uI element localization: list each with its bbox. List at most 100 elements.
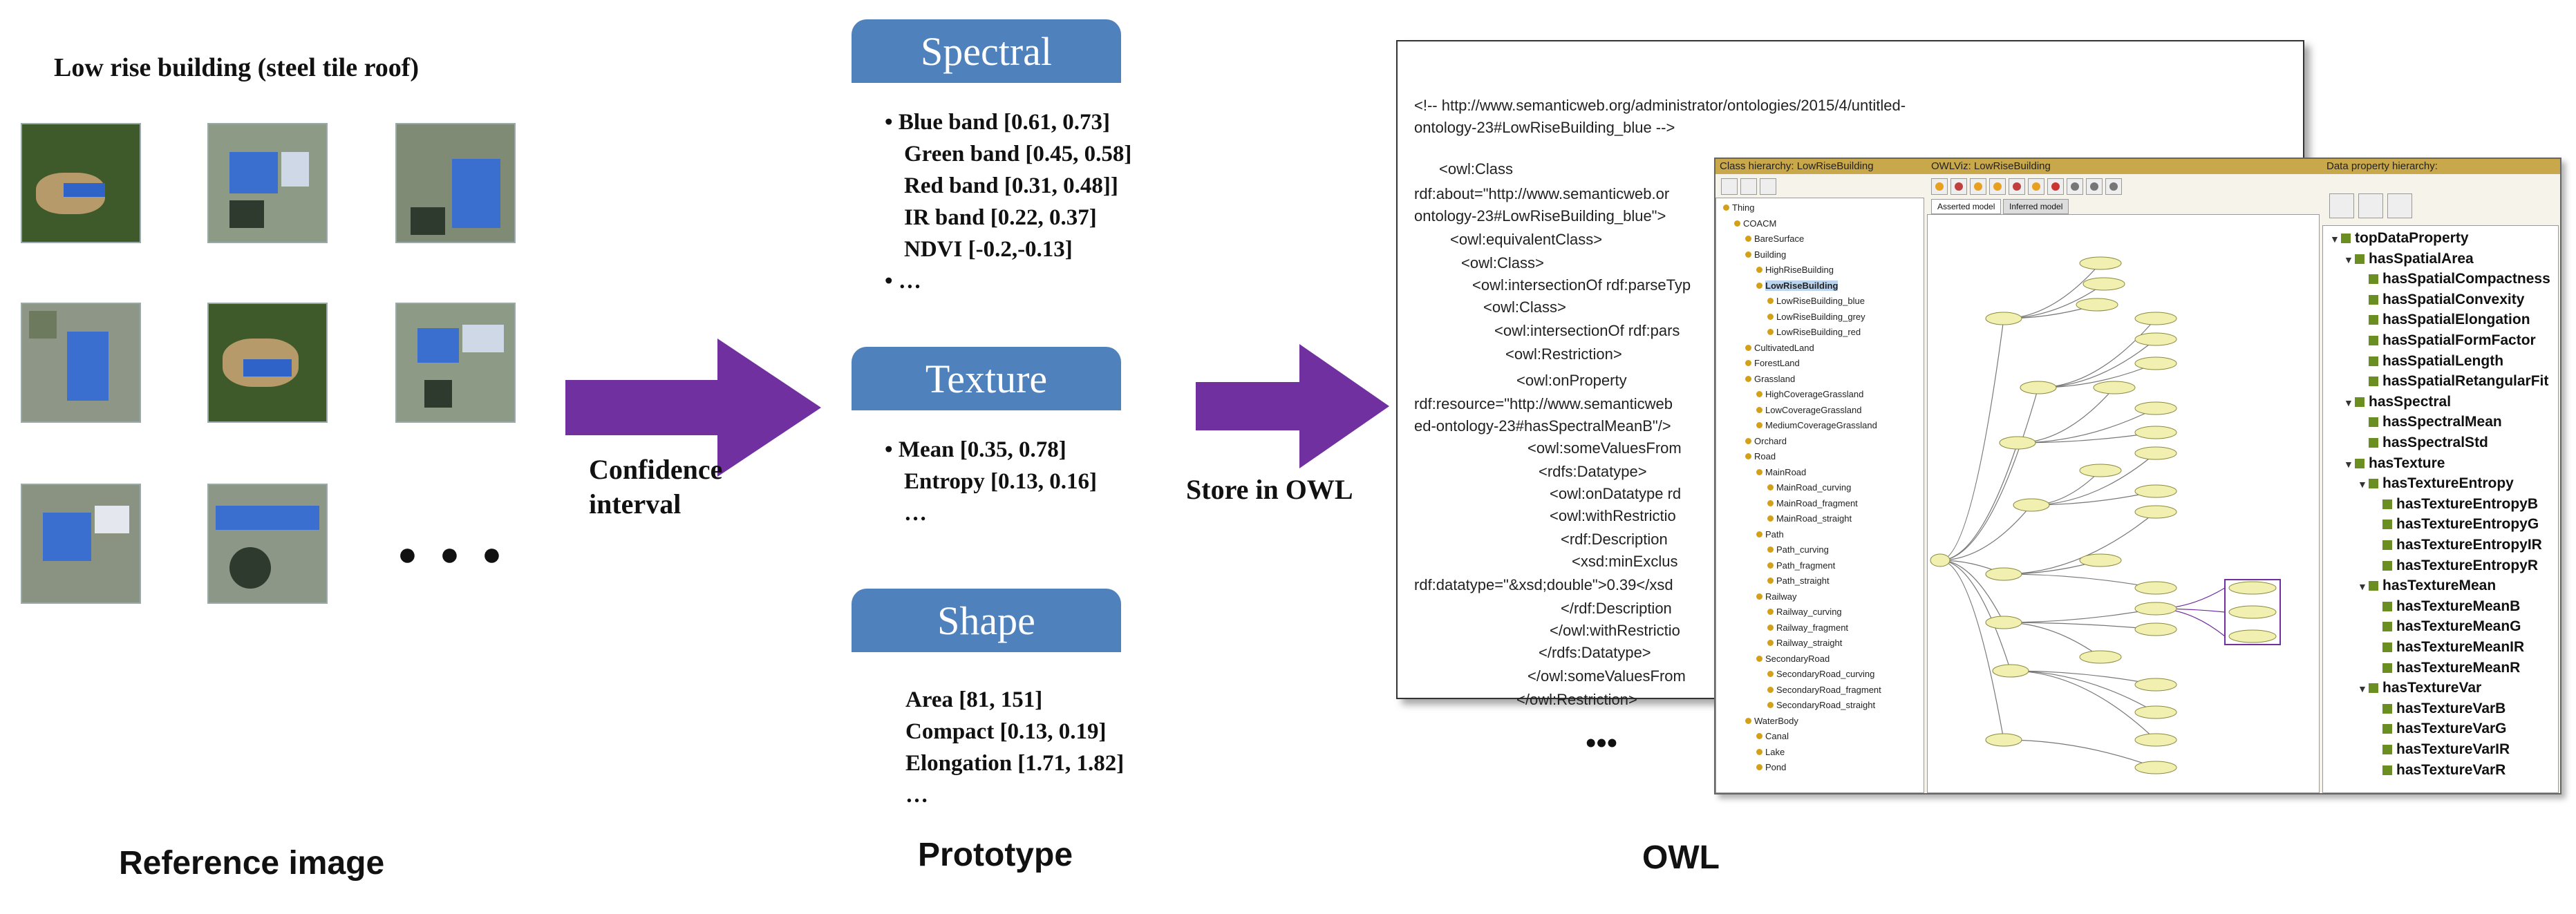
class-tree-item[interactable]: Orchard bbox=[1745, 436, 1787, 446]
class-tree-item[interactable]: LowRiseBuilding_blue bbox=[1767, 296, 1865, 306]
class-tree-item[interactable]: Road bbox=[1745, 451, 1776, 461]
class-tree-item[interactable]: Path_fragment bbox=[1767, 560, 1835, 571]
expand-triangle-icon[interactable]: ▼ bbox=[2344, 254, 2353, 265]
graph-node[interactable] bbox=[2134, 505, 2177, 519]
graph-node[interactable] bbox=[1930, 553, 1950, 567]
graph-tool-button[interactable] bbox=[2047, 178, 2064, 195]
class-tree-item[interactable]: HighCoverageGrassland bbox=[1756, 389, 1863, 399]
graph-node[interactable] bbox=[1985, 616, 2022, 629]
graph-node[interactable] bbox=[2134, 705, 2177, 719]
graph-tool-button[interactable] bbox=[2009, 178, 2025, 195]
data-property-item[interactable]: hasTextureVarIR bbox=[2371, 741, 2510, 758]
data-property-item[interactable]: hasTextureVarB bbox=[2371, 701, 2506, 717]
graph-node[interactable] bbox=[2134, 356, 2177, 370]
data-property-item[interactable]: hasTextureVarG bbox=[2371, 721, 2507, 737]
add-sibling-button[interactable] bbox=[1740, 178, 1757, 195]
data-property-item[interactable]: ▼hasSpectral bbox=[2344, 394, 2451, 410]
class-tree-item[interactable]: Railway_straight bbox=[1767, 638, 1842, 648]
expand-triangle-icon[interactable]: ▼ bbox=[2358, 479, 2367, 491]
class-tree-item[interactable]: Railway_curving bbox=[1767, 607, 1842, 617]
data-property-item[interactable]: hasTextureEntropyR bbox=[2371, 558, 2538, 574]
expand-triangle-icon[interactable]: ▼ bbox=[2358, 581, 2367, 593]
tab-inferred-model[interactable]: Inferred model bbox=[2003, 199, 2069, 214]
graph-node[interactable] bbox=[2134, 312, 2177, 325]
data-property-item[interactable]: hasTextureEntropyB bbox=[2371, 496, 2538, 513]
add-subclass-button[interactable] bbox=[1721, 178, 1738, 195]
class-tree-item[interactable]: BareSurface bbox=[1745, 234, 1804, 244]
data-property-item[interactable]: hasSpatialConvexity bbox=[2358, 292, 2524, 308]
graph-tool-button[interactable] bbox=[2105, 178, 2122, 195]
expand-triangle-icon[interactable]: ▼ bbox=[2358, 683, 2367, 695]
class-tree-item[interactable]: SecondaryRoad_straight bbox=[1767, 700, 1875, 710]
expand-triangle-icon[interactable]: ▼ bbox=[2344, 458, 2353, 470]
class-tree-item[interactable]: Lake bbox=[1756, 747, 1785, 757]
graph-node[interactable] bbox=[2134, 446, 2177, 460]
data-property-item[interactable]: hasTextureEntropyG bbox=[2371, 516, 2539, 533]
class-tree-item[interactable]: LowRiseBuilding bbox=[1756, 280, 1839, 291]
graph-node[interactable] bbox=[2228, 605, 2277, 619]
data-property-item[interactable]: hasTextureMeanIR bbox=[2371, 639, 2524, 656]
graph-node[interactable] bbox=[2228, 629, 2277, 643]
graph-node[interactable] bbox=[2083, 277, 2125, 291]
data-property-item[interactable]: hasTextureMeanB bbox=[2371, 598, 2520, 615]
graph-tool-button[interactable] bbox=[2086, 178, 2103, 195]
graph-node[interactable] bbox=[2093, 381, 2136, 394]
class-tree-item[interactable]: LowRiseBuilding_grey bbox=[1767, 312, 1865, 322]
class-tree-item[interactable]: Railway bbox=[1756, 591, 1797, 602]
graph-node[interactable] bbox=[2228, 581, 2277, 595]
data-property-item[interactable]: hasSpectralStd bbox=[2358, 435, 2488, 451]
class-tree-item[interactable]: LowCoverageGrassland bbox=[1756, 405, 1861, 415]
graph-node[interactable] bbox=[2134, 761, 2177, 774]
graph-node[interactable] bbox=[1985, 567, 2022, 581]
graph-node[interactable] bbox=[2134, 622, 2177, 636]
expand-triangle-icon[interactable]: ▼ bbox=[2344, 397, 2353, 408]
graph-node[interactable] bbox=[2134, 426, 2177, 439]
data-property-item[interactable]: ▼hasTexture bbox=[2344, 455, 2445, 472]
add-subproperty-button[interactable] bbox=[2329, 193, 2354, 218]
data-property-item[interactable]: ▼hasTextureEntropy bbox=[2358, 475, 2514, 492]
class-tree-item[interactable]: Canal bbox=[1756, 731, 1789, 741]
graph-node[interactable] bbox=[1985, 312, 2022, 325]
data-property-item[interactable]: hasSpatialLength bbox=[2358, 353, 2503, 370]
graph-node[interactable] bbox=[2079, 256, 2122, 270]
class-tree-item[interactable]: MediumCoverageGrassland bbox=[1756, 420, 1877, 430]
add-sibling-property-button[interactable] bbox=[2358, 193, 2383, 218]
class-tree-item[interactable]: COACM bbox=[1734, 218, 1776, 229]
data-property-item[interactable]: hasTextureMeanG bbox=[2371, 618, 2521, 635]
class-tree-item[interactable]: Railway_fragment bbox=[1767, 622, 1848, 633]
data-property-item[interactable]: ▼hasSpatialArea bbox=[2344, 251, 2474, 267]
class-tree-item[interactable]: Thing bbox=[1723, 202, 1755, 213]
class-tree-item[interactable]: SecondaryRoad_fragment bbox=[1767, 685, 1881, 695]
class-tree-item[interactable]: Path_straight bbox=[1767, 575, 1830, 586]
class-tree-item[interactable]: ForestLand bbox=[1745, 358, 1800, 368]
graph-node[interactable] bbox=[2076, 298, 2118, 312]
graph-node[interactable] bbox=[2134, 602, 2177, 616]
delete-property-button[interactable] bbox=[2387, 193, 2412, 218]
graph-tool-button[interactable] bbox=[2028, 178, 2044, 195]
graph-node[interactable] bbox=[2134, 484, 2177, 498]
data-property-item[interactable]: hasTextureVarR bbox=[2371, 762, 2506, 779]
class-tree-item[interactable]: Path_curving bbox=[1767, 544, 1829, 555]
class-tree-item[interactable]: MainRoad_fragment bbox=[1767, 498, 1858, 508]
data-property-item[interactable]: ▼hasTextureMean bbox=[2358, 578, 2496, 594]
graph-node[interactable] bbox=[2134, 332, 2177, 346]
graph-tool-button[interactable] bbox=[2067, 178, 2083, 195]
delete-class-button[interactable] bbox=[1760, 178, 1776, 195]
data-property-item[interactable]: hasSpatialElongation bbox=[2358, 312, 2530, 328]
graph-node[interactable] bbox=[1999, 436, 2036, 450]
data-property-item[interactable]: hasSpatialRetangularFit bbox=[2358, 373, 2548, 390]
graph-node[interactable] bbox=[2134, 678, 2177, 692]
graph-tool-button[interactable] bbox=[1931, 178, 1948, 195]
class-tree-item[interactable]: SecondaryRoad_curving bbox=[1767, 669, 1874, 679]
graph-tool-button[interactable] bbox=[1950, 178, 1967, 195]
data-property-item[interactable]: ▼topDataProperty bbox=[2330, 230, 2469, 247]
graph-node[interactable] bbox=[2134, 581, 2177, 595]
class-tree-item[interactable]: MainRoad bbox=[1756, 467, 1806, 477]
class-tree-item[interactable]: LowRiseBuilding_red bbox=[1767, 327, 1861, 337]
data-property-item[interactable]: ▼hasTextureVar bbox=[2358, 680, 2481, 696]
class-tree-item[interactable]: SecondaryRoad bbox=[1756, 654, 1830, 664]
graph-node[interactable] bbox=[2079, 464, 2122, 477]
data-property-item[interactable]: hasSpectralMean bbox=[2358, 414, 2502, 430]
class-tree-item[interactable]: Path bbox=[1756, 529, 1784, 540]
class-tree-item[interactable]: Grassland bbox=[1745, 374, 1795, 384]
